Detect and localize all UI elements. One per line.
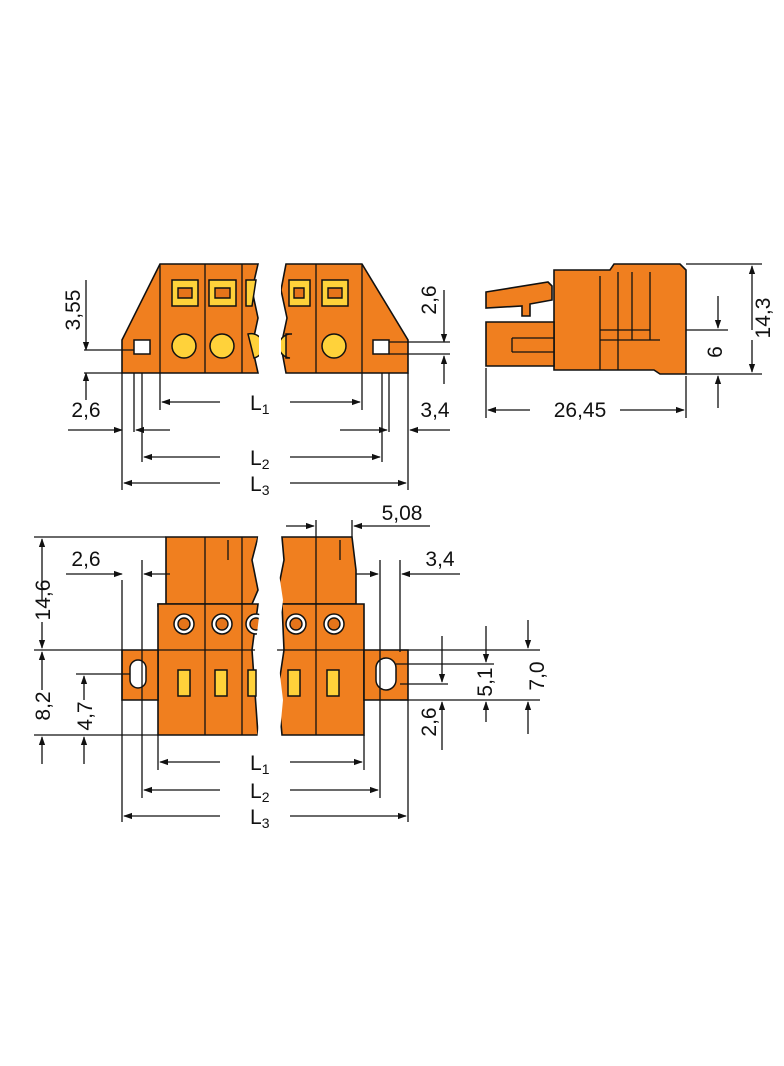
- dim-26-45: 26,45: [554, 399, 607, 422]
- dim-l2-front: L2: [250, 780, 270, 805]
- dim-3-55: 3,55: [62, 290, 85, 331]
- top-view-dimensions: 3,55 2,6 L1 3,4 2,6 L2 L3: [62, 280, 450, 498]
- front-view-dimensions: 5,08 2,6 3,4 14,6 8,2 4,7: [32, 502, 549, 831]
- dim-8-2: 8,2: [32, 691, 55, 720]
- dim-4-7: 4,7: [74, 701, 97, 730]
- dim-l3-front: L3: [250, 806, 270, 831]
- dim-l1-front: L1: [250, 752, 270, 777]
- dim-l2-top: L2: [250, 447, 270, 472]
- top-release-tabs: [171, 279, 349, 307]
- dim-2-6-front-left: 2,6: [71, 548, 100, 571]
- dim-14-3: 14,3: [752, 298, 775, 339]
- dim-3-4-top: 3,4: [420, 399, 450, 422]
- dim-14-6: 14,6: [32, 580, 55, 621]
- dim-2-6-top-left: 2,6: [71, 399, 100, 422]
- dim-l1-top: L1: [250, 392, 270, 417]
- front-upper-housing-right: [277, 536, 357, 605]
- dim-6: 6: [704, 346, 727, 358]
- side-view-connector: [485, 263, 687, 375]
- side-latch: [485, 281, 553, 317]
- top-left-flange-hole: [133, 339, 151, 355]
- front-upper-housing: [157, 536, 260, 607]
- dim-5-1: 5,1: [474, 667, 497, 696]
- top-view-connector: [121, 258, 409, 378]
- front-main-block: [157, 603, 259, 736]
- top-right-flange-hole: [372, 339, 390, 355]
- dim-2-6-front-right: 2,6: [418, 707, 441, 736]
- side-view-dimensions: 26,45 14,3 6: [485, 263, 775, 422]
- dim-7-0: 7,0: [526, 661, 549, 690]
- side-housing: [553, 263, 687, 375]
- dim-5-08: 5,08: [382, 502, 423, 525]
- side-plug: [485, 321, 555, 367]
- front-wire-openings: [177, 669, 340, 697]
- front-view-connector: [121, 530, 409, 742]
- dim-3-4-front: 3,4: [425, 548, 455, 571]
- dim-l3-top: L3: [250, 473, 270, 498]
- dim-2-6-top-right: 2,6: [418, 285, 441, 314]
